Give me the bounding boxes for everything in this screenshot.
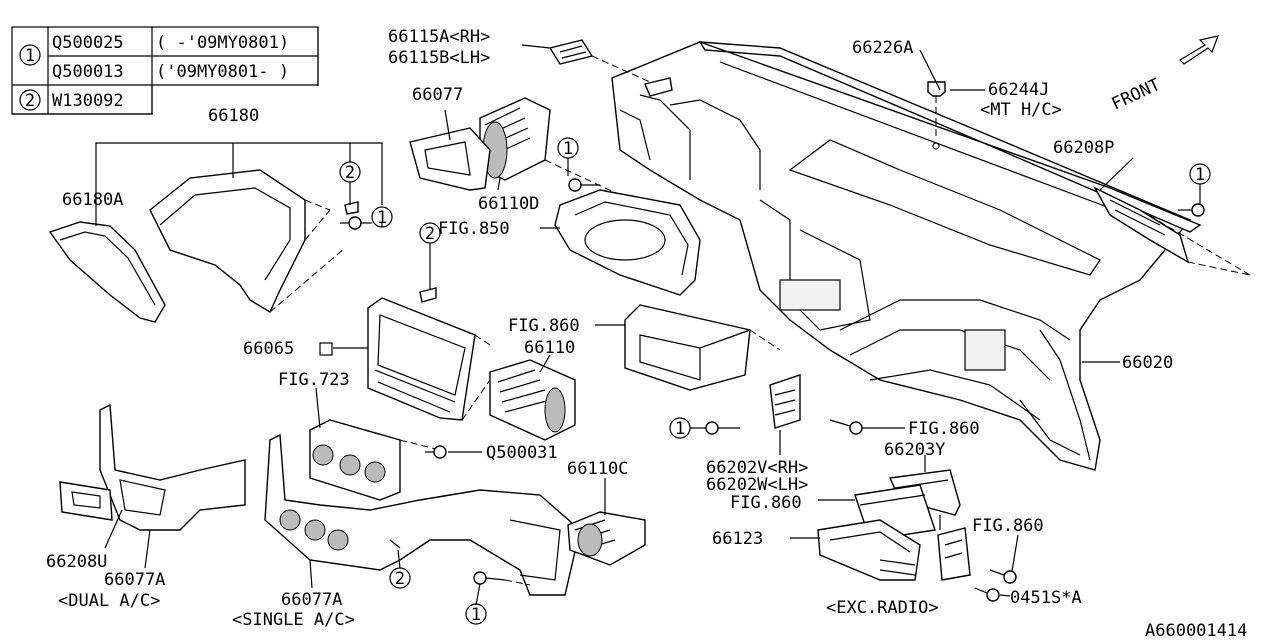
label-dual-ac: <DUAL A/C> [58,591,160,611]
front-label: FRONT [1109,75,1164,115]
pocket-box-66123 [817,519,921,581]
callout-1: 1 [377,208,387,228]
label-66123: 66123 [712,529,763,549]
side-vent-66115 [548,39,673,97]
radio-fig860 [624,304,781,391]
label-66110: 66110 [524,338,575,358]
label-fig860-pocket: FIG.860 [730,493,802,513]
callout-1: 1 [471,605,481,625]
label-66110c: 66110C [567,459,628,479]
label-fig860-radio: FIG.860 [508,316,580,336]
cluster-cover-66180 [48,169,359,323]
label-66077a-single: 66077A [281,590,342,610]
legend-part-q500013: Q500013 [52,62,124,82]
meter-fig850 [554,189,701,296]
label-66065: 66065 [243,339,294,359]
legend-note-q500025: ( -'09MY0801) [156,33,289,53]
label-fig850: FIG.850 [438,219,510,239]
heater-control-fig723 [309,419,441,501]
label-0451s: 0451S*A [1010,588,1082,608]
label-66208p: 66208P [1053,138,1114,158]
label-66202v: 66202V<RH> [706,458,808,478]
label-66077a-dual: 66077A [104,570,165,590]
legend-mark-2: 2 [25,91,35,111]
label-q500031: Q500031 [486,443,558,463]
garnish-66077a-single [264,433,581,596]
bezel-66077 [409,127,491,191]
label-single-ac: <SINGLE A/C> [232,610,355,630]
callout-1: 1 [563,139,573,159]
label-66226a: 66226A [852,38,913,58]
callout-2: 2 [425,224,435,244]
label-fig860-bracket: FIG.860 [972,516,1044,536]
vent-66110c [567,511,646,566]
label-66203y: 66203Y [884,440,945,460]
callout-1: 1 [675,419,685,439]
legend-note-q500013: ('09MY0801- ) [156,62,289,82]
label-66115a: 66115A<RH> [388,27,490,47]
label-exc-radio: <EXC.RADIO> [826,598,939,618]
center-panel-66065 [367,287,491,421]
label-fig723: FIG.723 [278,370,350,390]
front-arrow: FRONT [1109,35,1219,115]
label-66077: 66077 [412,85,463,105]
callouts: 1 2 1 1 2 1 2 1 [339,137,1211,625]
grommet-66244j [927,81,946,150]
legend-part-q500025: Q500025 [52,33,124,53]
instrument-panel-66020 [611,40,1202,471]
label-66208u: 66208U [46,552,107,572]
callout-2: 2 [395,569,405,589]
label-fig860-bolt: FIG.860 [908,419,980,439]
diagram-code: A660001414 [1145,621,1247,640]
legend-table: 1 2 Q500025 ( -'09MY0801) Q500013 ('09MY… [11,26,323,116]
label-66180: 66180 [208,106,259,126]
vent-66110 [489,359,576,441]
legend-part-w130092: W130092 [52,91,124,111]
vent-66110d [479,97,621,196]
bracket-66202 [769,374,801,429]
garnish-66077a-dual [59,403,246,531]
label-66115b: 66115B<LH> [388,48,490,68]
label-66202w: 66202W<LH> [706,475,808,495]
leader-lines [95,44,1201,606]
callout-2: 2 [345,163,355,183]
legend-mark-1: 1 [25,46,35,66]
label-66244j: 66244J [988,80,1049,100]
label-66110d: 66110D [478,194,539,214]
callout-1: 1 [1195,165,1205,185]
part-labels: 66115A<RH> 66115B<LH> 66226A 66244J <MT … [46,27,1247,640]
label-66020: 66020 [1122,353,1173,373]
label-66180a: 66180A [62,190,123,210]
label-mt-hc: <MT H/C> [980,100,1062,120]
bracket-lower-fig860 [937,527,971,581]
side-cover-66208p [1093,186,1251,276]
